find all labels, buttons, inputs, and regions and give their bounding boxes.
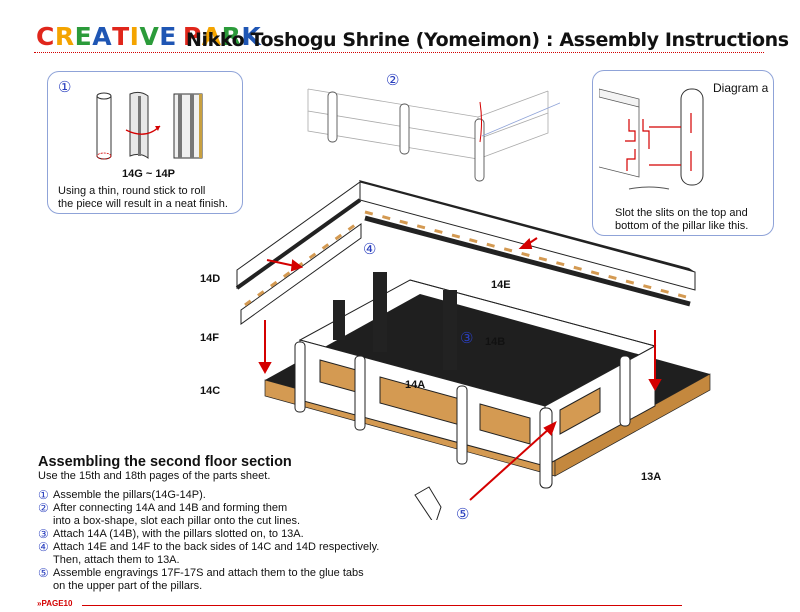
logo-letter: A	[92, 22, 113, 51]
step1-part-range: 14G ~ 14P	[122, 168, 175, 180]
instruction-step: ① Assemble the pillars(14G-14P).	[38, 489, 379, 502]
logo-letter: R	[54, 22, 75, 51]
step1-note-line2: the piece will result in a neat finish.	[58, 198, 228, 210]
step3-number: ③	[460, 330, 474, 347]
instruction-step-number: ④	[38, 540, 49, 554]
label-14A: 14A	[405, 379, 426, 391]
diagram-a-panel: Diagram a Slot the slits on the top and …	[592, 70, 774, 236]
instruction-step: ③ Attach 14A (14B), with the pillars slot…	[38, 528, 379, 541]
label-14B: 14B	[485, 336, 506, 348]
diagram-a-note-line1: Slot the slits on the top and	[615, 207, 748, 219]
assembly-illustration	[235, 180, 711, 520]
double-chevron-icon: »	[37, 599, 42, 608]
instruction-step-line: Attach 14E and 14F to the back sides of …	[53, 541, 380, 553]
instruction-step: ② After connecting 14A and 14B and formin…	[38, 502, 379, 528]
header-divider	[34, 52, 764, 53]
step2-number: ②	[386, 72, 400, 89]
logo-letter: R	[221, 22, 242, 51]
pillar-rolling-illustration	[96, 91, 203, 160]
logo-letter: A	[201, 22, 222, 51]
page-number: »PAGE10	[37, 599, 72, 609]
instruction-step-line: After connecting 14A and 14B and forming…	[53, 502, 288, 514]
label-14C: 14C	[200, 385, 221, 397]
logo-letter: C	[36, 22, 55, 51]
instructions-heading: Assembling the second floor section	[38, 454, 292, 470]
instruction-step-number: ⑤	[38, 566, 49, 580]
page-title: Nikko Toshogu Shrine (Yomeimon) : Assemb…	[186, 29, 789, 51]
instruction-step-number: ②	[38, 501, 49, 515]
instruction-step-number: ①	[38, 488, 49, 502]
label-13A: 13A	[641, 471, 662, 483]
instruction-step: ⑤ Assemble engravings 17F-17S and attach …	[38, 567, 379, 593]
label-14F: 14F	[200, 332, 219, 344]
instruction-step-line: Assemble engravings 17F-17S and attach t…	[53, 567, 364, 579]
creative-park-logo: CREATIVE PARK	[36, 22, 261, 52]
instruction-step-line: Assemble the pillars(14G-14P).	[53, 489, 206, 501]
page-number-label: PAGE10	[41, 599, 73, 608]
logo-letter: P	[182, 22, 202, 51]
step1-note-line1: Using a thin, round stick to roll	[58, 185, 206, 197]
instruction-step-line: Then, attach them to 13A.	[53, 554, 180, 566]
instruction-step-line: Attach 14A (14B), with the pillars slott…	[53, 528, 304, 540]
step1-number: ①	[58, 79, 72, 96]
diagram-a-label: Diagram a	[713, 81, 769, 95]
logo-letter: T	[112, 22, 130, 51]
label-14D: 14D	[200, 273, 221, 285]
step5-number: ⑤	[456, 506, 470, 523]
instruction-step-line: into a box-shape, slot each pillar onto …	[53, 515, 301, 527]
logo-letter: K	[241, 22, 262, 51]
diagram-a-note-line2: bottom of the pillar like this.	[615, 220, 749, 232]
instruction-step-number: ③	[38, 527, 49, 541]
label-14E: 14E	[491, 279, 511, 291]
box-frame-illustration	[307, 88, 560, 182]
step4-number: ④	[363, 241, 377, 258]
logo-letter: E	[74, 22, 93, 51]
slot-detail-illustration	[599, 88, 704, 190]
logo-letter: E	[159, 22, 177, 51]
instruction-step-line: on the upper part of the pillars.	[53, 580, 203, 592]
instruction-step: ④ Attach 14E and 14F to the back sides of…	[38, 541, 379, 567]
instructions-subheading: Use the 15th and 18th pages of the parts…	[38, 470, 271, 482]
logo-letter: V	[139, 22, 160, 51]
logo-letter: I	[129, 22, 140, 51]
footer-divider	[82, 605, 682, 606]
instruction-steps: ① Assemble the pillars(14G-14P). ② After co…	[38, 489, 379, 593]
step1-panel: ① 14G ~ 14P Using a thin, round stick to…	[47, 71, 243, 214]
